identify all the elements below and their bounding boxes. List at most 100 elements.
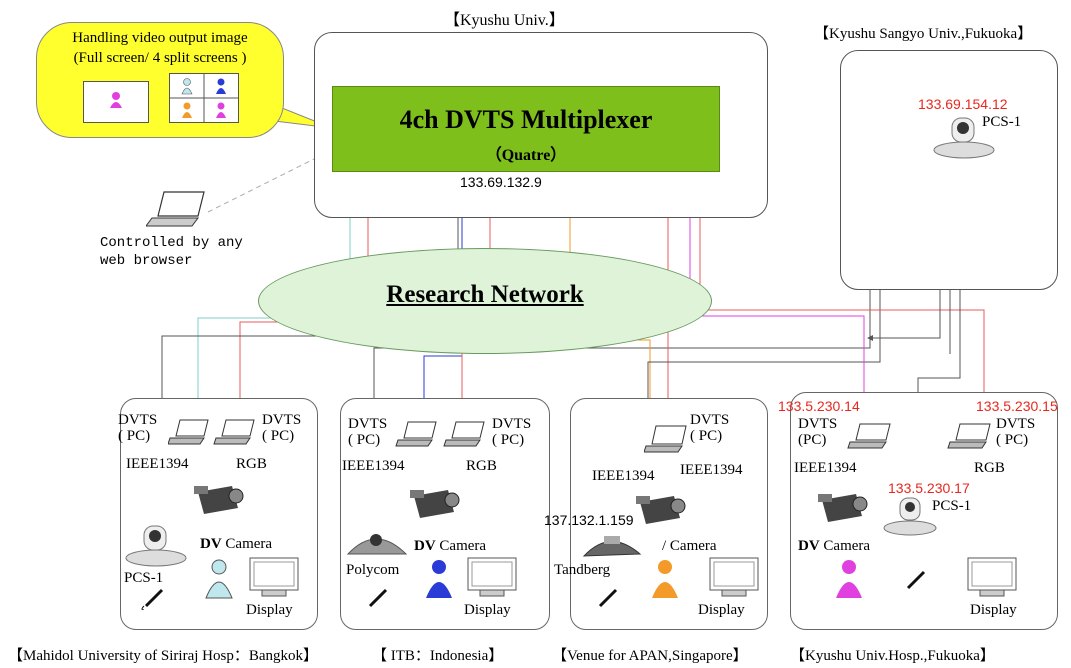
person-icon [110, 92, 122, 108]
bangkok-pc-right-name: DVTS [262, 412, 302, 428]
itb-display: Display [464, 602, 511, 618]
fukuoka-site-label: 【Kyushu Sangyo Univ.,Fukuoka】 [814, 26, 1033, 42]
split-screen-icon [170, 74, 238, 122]
research-network-cloud: Research Network [258, 248, 712, 354]
bangkok-pc-left: DVTS ( PC) [118, 412, 157, 444]
hosp-pc-right: DVTS ( PC) [996, 416, 1035, 448]
bangkok-camera-prefix: DV [200, 536, 222, 552]
itb-pc-left-type: ( PC) [348, 432, 381, 448]
multiplexer-block: 4ch DVTS Multiplexer （Quatre） [332, 86, 720, 172]
singapore-pc: DVTS ( PC) [690, 412, 729, 444]
hosp-display: Display [970, 602, 1017, 618]
bangkok-caption: 【Mahidol University of Siriraj Hosp：Bang… [8, 648, 318, 664]
hosp-pc-right-name: DVTS [996, 416, 1036, 432]
browser-note-line-1: Controlled by any [100, 235, 243, 251]
bangkok-display: Display [246, 602, 293, 618]
display-icon [467, 557, 517, 597]
hosp-camera-prefix: DV [798, 538, 820, 554]
itb-pc-right-type: ( PC) [492, 432, 525, 448]
hosp-pc-right-type: ( PC) [996, 432, 1029, 448]
singapore-caption: 【Venue for APAN,Singapore】 [552, 648, 748, 664]
dv-camera-icon [410, 490, 460, 518]
hosp-pc-left-name: DVTS [798, 416, 838, 432]
laptop-icon [644, 425, 687, 453]
polycom-icon [346, 534, 408, 555]
dv-camera-icon [636, 496, 686, 524]
laptop-icon [847, 423, 891, 449]
multiplexer-ip: 133.69.132.9 [460, 174, 542, 190]
callout-line-1: Handling video output image [72, 30, 248, 46]
laptop-icon [395, 421, 485, 447]
multiplexer-title: 4ch DVTS Multiplexer [399, 105, 653, 134]
singapore-port-right: IEEE1394 [680, 462, 743, 478]
laptop-icon [947, 423, 991, 449]
hosp-codec: PCS-1 [932, 498, 972, 514]
bangkok-port-left: IEEE1394 [126, 456, 189, 472]
person-icon [426, 560, 452, 598]
split-screen-tile [169, 73, 239, 123]
singapore-pc-name: DVTS [690, 412, 730, 428]
dv-camera-icon [194, 486, 244, 514]
hosp-camera-suffix: Camera [819, 538, 871, 554]
person-icon [205, 559, 233, 599]
singapore-codec: Tandberg [554, 562, 611, 578]
research-network-label: Research Network [386, 281, 584, 308]
bangkok-camera-suffix: Camera [221, 536, 273, 552]
singapore-display: Display [698, 602, 745, 618]
bangkok-pc-left-type: ( PC) [118, 428, 151, 444]
tandberg-icon [582, 536, 642, 557]
microphone-icon [598, 588, 618, 608]
multiplexer-subtitle: （Quatre） [485, 147, 567, 164]
hub-site-label: 【Kyushu Univ.】 [444, 12, 565, 29]
bangkok-pc-left-name: DVTS [118, 412, 158, 428]
singapore-port-left: IEEE1394 [592, 468, 655, 484]
hosp-ip-codec: 133.5.230.17 [888, 480, 970, 496]
itb-pc-left-name: DVTS [348, 416, 388, 432]
bangkok-codec: PCS-1 [124, 570, 164, 586]
fukuoka-device: PCS-1 [982, 114, 1022, 130]
display-icon [967, 557, 1017, 597]
pcs-camera-icon [933, 117, 995, 159]
hosp-ip-right: 133.5.230.15 [976, 398, 1058, 414]
microphone-icon [141, 588, 164, 610]
singapore-ip: 137.132.1.159 [544, 512, 634, 528]
browser-note-line-2: web browser [100, 253, 193, 269]
display-icon [249, 557, 299, 597]
itb-camera-prefix: DV [414, 538, 436, 554]
itb-camera-label: DV Camera [414, 538, 486, 555]
person-icon [836, 560, 862, 598]
hosp-port-left: IEEE1394 [794, 460, 857, 476]
hosp-pc-left-type: (PC) [798, 432, 827, 448]
bangkok-camera-label: DV Camera [200, 536, 272, 553]
microphone-icon [368, 588, 388, 608]
bangkok-port-right: RGB [236, 456, 267, 472]
itb-pc-right: DVTS ( PC) [492, 416, 531, 448]
pcs-camera-icon [125, 525, 187, 567]
fukuoka-ip: 133.69.154.12 [918, 96, 1008, 112]
person-icon [652, 560, 678, 598]
bangkok-pc-right: DVTS ( PC) [262, 412, 301, 444]
itb-camera-suffix: Camera [435, 538, 487, 554]
fukuoka-box [840, 50, 1058, 290]
display-icon [709, 557, 759, 597]
hosp-ip-left: 133.5.230.14 [778, 398, 860, 414]
microphone-icon [906, 570, 926, 590]
hosp-pc-left: DVTS (PC) [798, 416, 837, 448]
hosp-camera-label: DV Camera [798, 538, 870, 555]
video-output-callout: Handling video output image (Full screen… [36, 22, 284, 138]
itb-codec: Polycom [346, 562, 400, 578]
itb-port-left: IEEE1394 [342, 458, 405, 474]
pcs-camera-icon [883, 497, 937, 536]
singapore-camera: / Camera [662, 538, 717, 554]
itb-port-right: RGB [466, 458, 497, 474]
bangkok-pc-right-type: ( PC) [262, 428, 295, 444]
hosp-port-right: RGB [974, 460, 1005, 476]
itb-pc-left: DVTS ( PC) [348, 416, 387, 448]
hosp-caption: 【Kyushu Univ.Hosp.,Fukuoka】 [790, 648, 995, 664]
dv-camera-icon [818, 494, 868, 522]
itb-pc-right-name: DVTS [492, 416, 532, 432]
laptop-icon [168, 419, 255, 445]
singapore-pc-type: ( PC) [690, 428, 723, 444]
callout-line-2: (Full screen/ 4 split screens ) [73, 50, 247, 66]
